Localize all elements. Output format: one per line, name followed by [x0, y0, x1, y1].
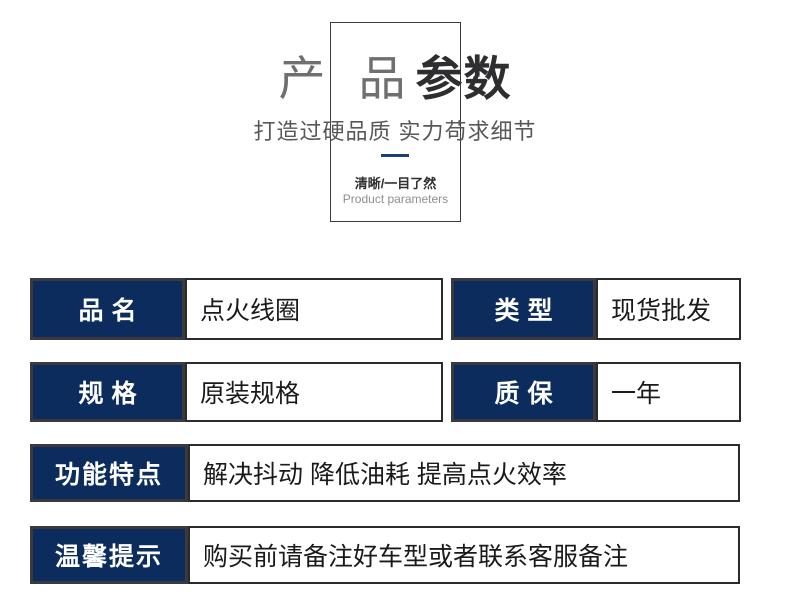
page-subtitle: 打造过硬品质 实力苟求细节: [253, 119, 537, 144]
spec-value-wenxin: 购买前请备注好车型或者联系客服备注: [188, 526, 740, 584]
spec-label-leixing: 类型: [451, 278, 596, 340]
table-row: 温馨提示 购买前请备注好车型或者联系客服备注: [30, 526, 740, 584]
spec-value-gongneng: 解决抖动 降低油耗 提高点火效率: [188, 444, 740, 502]
table-row: 品名 点火线圈 类型 现货批发: [30, 278, 741, 340]
header-decorative-frame: [330, 22, 461, 222]
spec-label-gongneng: 功能特点: [30, 444, 188, 502]
spec-value-leixing: 现货批发: [596, 278, 741, 340]
spec-label-guige: 规格: [30, 362, 185, 422]
page-title-light: 产 品: [278, 52, 416, 105]
header-tagline-en: Product parameters: [342, 192, 449, 206]
spec-label-wenxin: 温馨提示: [30, 526, 188, 584]
spec-label-zhibao: 质保: [451, 362, 596, 422]
page-title-bold: 参数: [415, 52, 512, 105]
page-title: 产 品参数: [0, 55, 790, 102]
cell-gap: [443, 362, 451, 422]
spec-value-zhibao: 一年: [596, 362, 741, 422]
spec-value-pinming: 点火线圈: [185, 278, 443, 340]
table-row: 规格 原装规格 质保 一年: [30, 362, 741, 422]
accent-divider: [381, 154, 409, 157]
header-tagline-cn: 清晰/一目了然: [354, 176, 437, 191]
spec-value-guige: 原装规格: [185, 362, 443, 422]
cell-gap: [443, 278, 451, 340]
table-row: 功能特点 解决抖动 降低油耗 提高点火效率: [30, 444, 740, 502]
page-header: 产 品参数 打造过硬品质 实力苟求细节 清晰/一目了然 Product para…: [0, 0, 790, 250]
spec-label-pinming: 品名: [30, 278, 185, 340]
